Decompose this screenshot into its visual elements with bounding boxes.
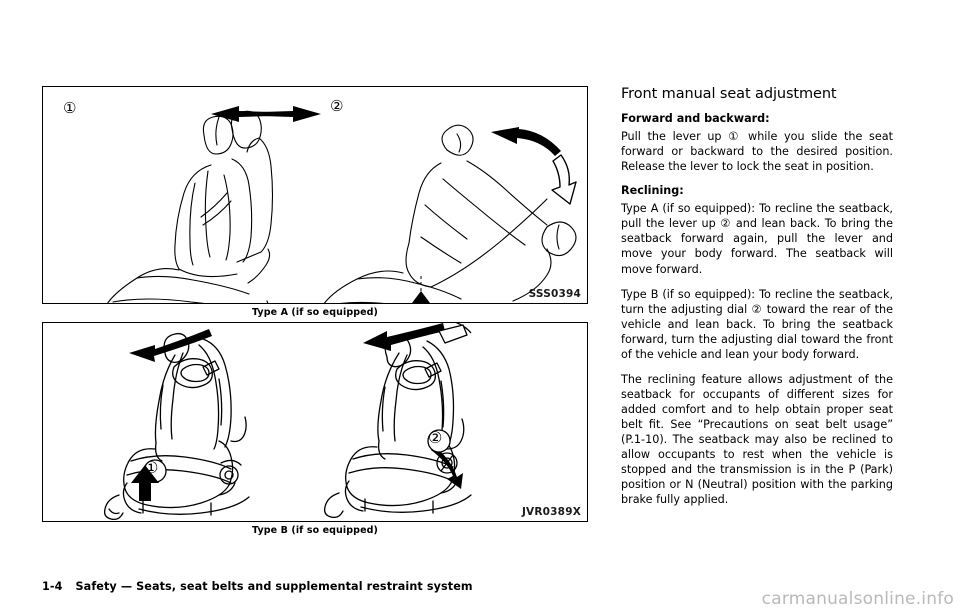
footer-page-number: 1-4 [42, 580, 63, 593]
figure-b-callout-2: ② [428, 428, 443, 447]
figure-a-callout-1: ① [63, 99, 77, 117]
figure-b-id-label: JVR0389X [521, 506, 581, 518]
reclining-heading: Reclining: [621, 184, 684, 198]
figure-a-callout-2: ② [330, 97, 344, 115]
section-title: Front manual seat adjustment [621, 86, 837, 102]
footer-section-title: Safety — Seats, seat belts and supplemen… [75, 580, 473, 593]
sport-front-seat-line-drawing [103, 323, 472, 521]
type-b-reclining-paragraph: Type B (if so equipped): To recline the … [621, 287, 893, 361]
figure-type-a: ① ② SSS0394 Type A (if so equipped) [42, 86, 588, 318]
figure-a-id-label: SSS0394 [528, 288, 581, 300]
figure-b-callout-1: ① [144, 458, 159, 477]
body-text-column: Front manual seat adjustment Forward and… [621, 86, 893, 507]
reclining-feature-paragraph: The reclining feature allows adjustment … [621, 372, 893, 507]
figure-type-b-frame: ① ② JVR0389X [42, 322, 588, 522]
site-watermark: carmanualsonline.info [761, 589, 954, 609]
forward-backward-paragraph: Pull the lever up ① while you slide the … [621, 130, 893, 174]
figure-b-caption: Type B (if so equipped) [252, 525, 378, 536]
page-footer: 1-4 Safety — Seats, seat belts and supple… [42, 580, 473, 593]
forward-backward-heading: Forward and backward: [621, 112, 770, 126]
figure-a-caption: Type A (if so equipped) [251, 307, 379, 318]
type-a-reclining-paragraph: Type A (if so equipped): To recline the … [621, 202, 893, 276]
standard-front-seat-line-drawing [107, 106, 577, 303]
figure-type-b: ① ② JVR0389X Type B (if so equipped) [42, 322, 588, 536]
figure-type-a-frame: ① ② SSS0394 [42, 86, 588, 304]
